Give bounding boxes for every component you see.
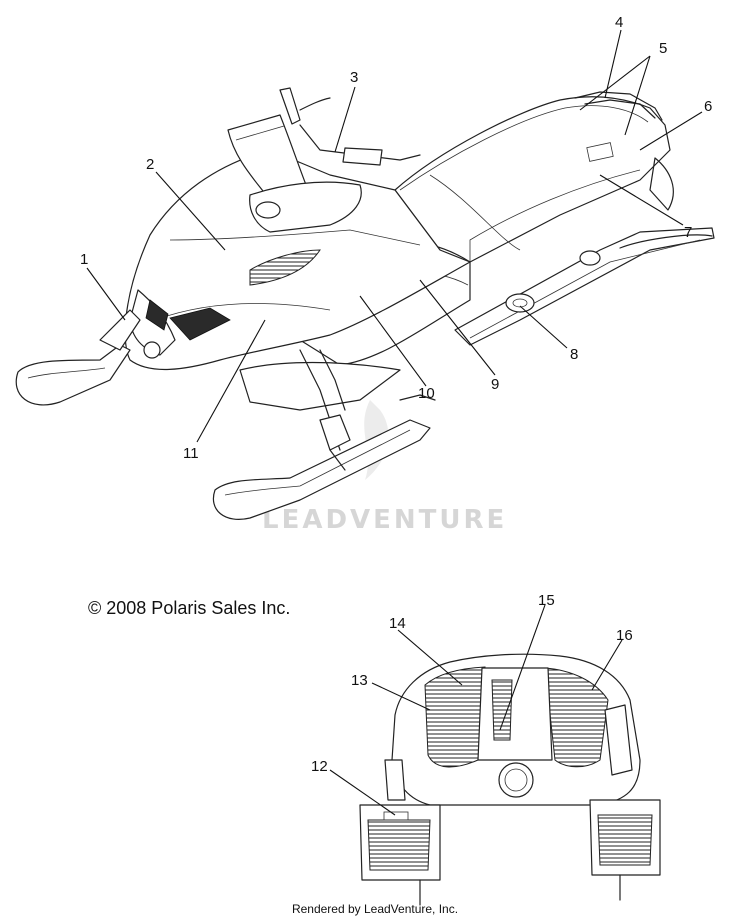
leader-2: [155, 171, 226, 251]
callout-5: 5: [659, 40, 667, 57]
snowmobile-front-view: [359, 653, 661, 906]
rendered-by-footer: Rendered by LeadVenture, Inc.: [291, 902, 459, 916]
leader-6: [639, 111, 703, 151]
callout-8: 8: [570, 346, 578, 363]
watermark-text: LEADVENTURE: [262, 505, 507, 535]
leader-7: [599, 174, 684, 226]
callout-4: 4: [615, 14, 623, 31]
leader-5b: [624, 55, 651, 136]
leader-5a: [579, 55, 651, 111]
callout-1: 1: [80, 251, 88, 268]
leader-14: [397, 629, 463, 686]
leader-13: [371, 682, 431, 711]
callout-9: 9: [491, 376, 499, 393]
callout-7: 7: [684, 224, 692, 241]
leader-9: [419, 279, 496, 376]
leader-3: [334, 86, 356, 153]
leader-15: [499, 604, 546, 731]
leader-lines: [86, 29, 703, 816]
watermark-logo: LEADVENTURE: [262, 400, 507, 535]
callout-13: 13: [351, 672, 368, 689]
callout-2: 2: [146, 156, 154, 173]
callout-16: 16: [616, 627, 633, 644]
leader-8: [519, 305, 568, 349]
callout-15: 15: [538, 592, 555, 609]
copyright-text: © 2008 Polaris Sales Inc.: [88, 598, 291, 618]
callout-14: 14: [389, 615, 406, 632]
leader-16: [591, 639, 623, 691]
leader-12: [329, 769, 396, 816]
leader-10: [359, 295, 427, 387]
snowmobile-main-view: [15, 87, 715, 520]
callout-3: 3: [350, 69, 358, 86]
callout-numbers: 1 2 3 4 5 6 7 8 9 10 11 12 13 14 15 16: [80, 14, 712, 775]
leader-1: [86, 267, 126, 321]
callout-6: 6: [704, 98, 712, 115]
callout-11: 11: [183, 445, 199, 462]
callout-10: 10: [418, 385, 435, 402]
leader-4: [604, 29, 622, 99]
leader-11: [196, 319, 266, 443]
callout-12: 12: [311, 758, 328, 775]
